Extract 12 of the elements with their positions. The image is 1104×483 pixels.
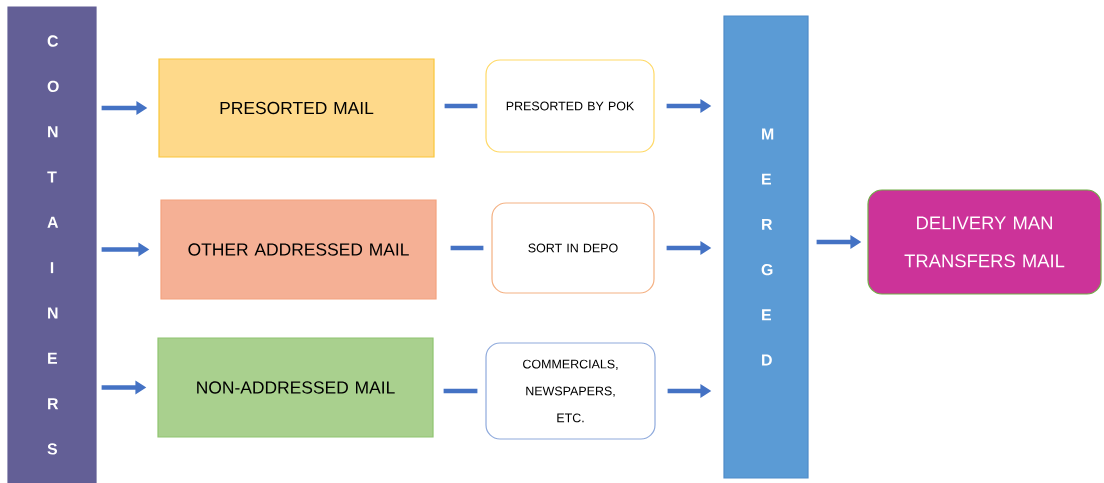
process-box: NON-ADDRESSED MAIL: [157, 337, 434, 438]
rounded-box: COMMERCIALS, NEWSPAPERS, ETC.: [485, 342, 656, 440]
rounded-box: SORT IN DEPO: [491, 202, 655, 294]
process-box: PRESORTED MAIL: [158, 58, 435, 158]
column-bar: C O N T A I N E R S: [7, 6, 97, 483]
rounded-box: PRESORTED BY POK: [485, 59, 655, 153]
rounded-box: DELIVERY MAN TRANSFERS MAIL: [867, 189, 1102, 295]
process-box: OTHER ADDRESSED MAIL: [160, 199, 437, 300]
column-bar: M E R G E D: [723, 15, 809, 479]
connector-line: [444, 103, 478, 109]
connector-line: [450, 245, 484, 251]
connector-line: [443, 388, 478, 394]
